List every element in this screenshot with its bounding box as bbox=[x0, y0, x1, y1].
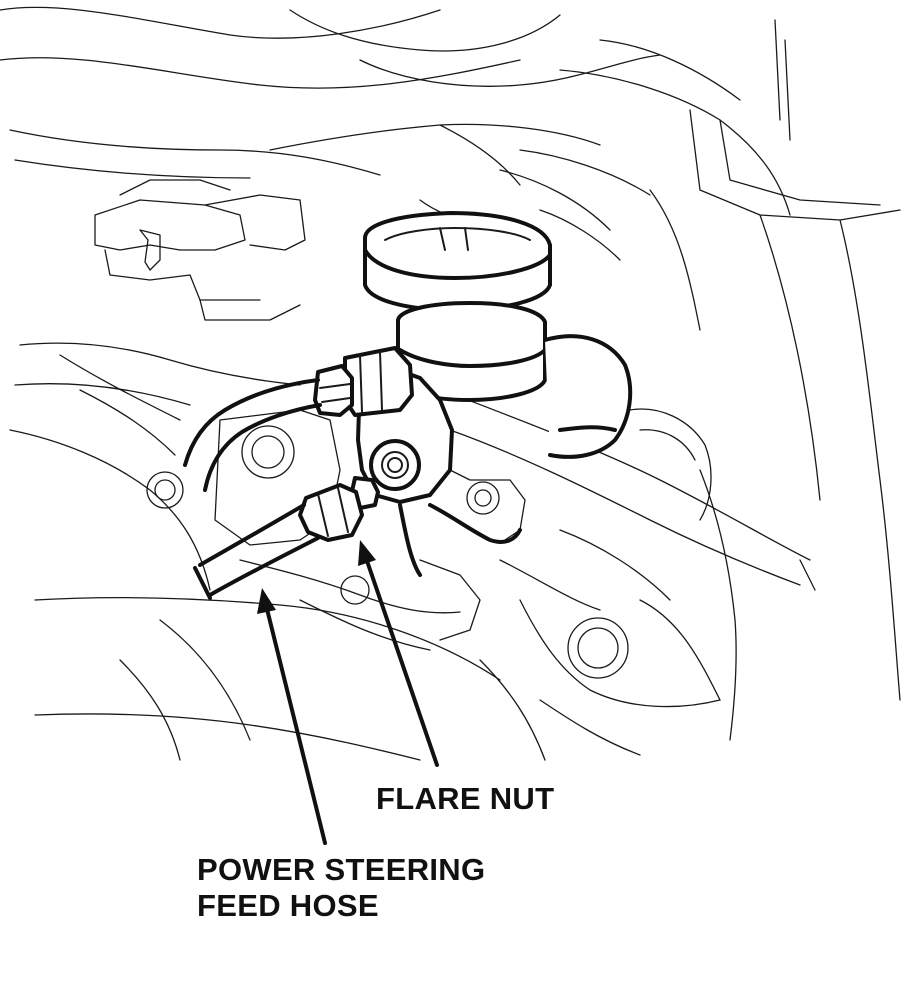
feed-hose-label: POWER STEERING FEED HOSE bbox=[197, 852, 485, 924]
engine-bay-background bbox=[0, 6, 901, 761]
flare-nut-text: FLARE NUT bbox=[376, 781, 555, 816]
feed-hose-line2: FEED HOSE bbox=[197, 888, 379, 923]
hose-leader bbox=[264, 603, 327, 845]
flare-nut-leader bbox=[364, 556, 439, 767]
hose-arrowhead bbox=[257, 588, 276, 614]
flare-nut-label: FLARE NUT bbox=[376, 781, 554, 817]
callout-leaders bbox=[257, 540, 439, 845]
power-steering-pump bbox=[183, 211, 633, 600]
feed-hose-line1: POWER STEERING bbox=[197, 852, 486, 887]
flare-nut-arrowhead bbox=[358, 540, 376, 566]
